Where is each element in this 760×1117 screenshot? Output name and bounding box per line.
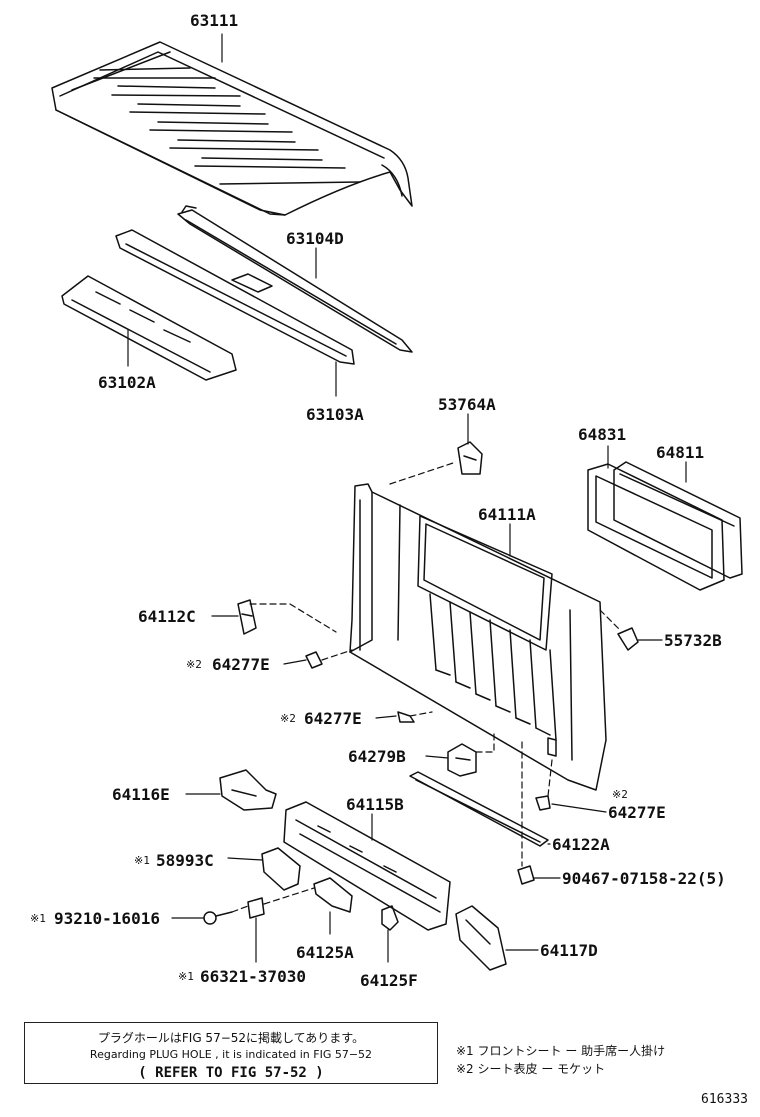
mark-1-b: ※1 bbox=[30, 912, 46, 925]
label-64811: 64811 bbox=[656, 443, 704, 462]
label-64116e: 64116E bbox=[112, 785, 170, 804]
retainer-53764a-drawing bbox=[457, 441, 483, 475]
label-64115b: 64115B bbox=[346, 795, 404, 814]
legend-line-1: ※1 フロントシート ー 助手席ー人掛け bbox=[456, 1044, 666, 1058]
label-90467: 90467-07158-22(5) bbox=[562, 869, 726, 888]
label-64112c: 64112C bbox=[138, 607, 196, 626]
bracket-64112c-drawing bbox=[237, 599, 257, 635]
bracket-58993c-drawing bbox=[261, 847, 301, 891]
bracket-64279b-drawing bbox=[447, 743, 477, 777]
bolt-93210-drawing bbox=[203, 911, 233, 925]
note-reference: ( REFER TO FIG 57-52 ) bbox=[138, 1065, 324, 1081]
clip-64277e-b-drawing bbox=[397, 711, 415, 723]
clip-64277e-a-drawing bbox=[305, 651, 323, 669]
mark-2-a: ※2 bbox=[186, 658, 202, 671]
roof-panel-drawing bbox=[51, 41, 413, 216]
label-64111a: 64111A bbox=[478, 505, 536, 524]
crossmember-64115b-drawing bbox=[283, 801, 451, 931]
label-64831: 64831 bbox=[578, 425, 626, 444]
label-55732b: 55732B bbox=[664, 631, 722, 650]
roof-bow-63104d-drawing bbox=[177, 205, 413, 353]
label-64277e-a: 64277E bbox=[212, 655, 270, 674]
label-64125f: 64125F bbox=[360, 971, 418, 990]
label-66321: 66321-37030 bbox=[200, 967, 306, 986]
label-64122a: 64122A bbox=[552, 835, 610, 854]
bracket-64117d-drawing bbox=[455, 905, 507, 971]
roof-bow-63102a-drawing bbox=[61, 275, 237, 381]
label-58993c: 58993C bbox=[156, 851, 214, 870]
leader-lines bbox=[127, 33, 687, 963]
mark-1-a: ※1 bbox=[134, 854, 150, 867]
clip-64277e-c-drawing bbox=[535, 795, 551, 811]
clip-55732b-drawing bbox=[617, 627, 639, 651]
figure-number: 616333 bbox=[701, 1092, 748, 1107]
label-64277e-b: 64277E bbox=[304, 709, 362, 728]
label-63102a: 63102A bbox=[98, 373, 156, 392]
back-window-glass-drawing bbox=[613, 461, 743, 579]
mark-1-c: ※1 bbox=[178, 970, 194, 983]
mark-2-c: ※2 bbox=[612, 788, 628, 801]
part-labels: 63111 63104D 63102A 63103A 53764A 64831 … bbox=[30, 11, 726, 990]
label-63111: 63111 bbox=[190, 11, 238, 30]
legend-line-2: ※2 シート表皮 ー モケット bbox=[456, 1062, 606, 1076]
bracket-64125a-drawing bbox=[313, 877, 353, 913]
stopper-66321-drawing bbox=[247, 897, 265, 919]
label-53764a: 53764A bbox=[438, 395, 496, 414]
bolt-90467-drawing bbox=[517, 865, 535, 885]
label-63104d: 63104D bbox=[286, 229, 344, 248]
mark-2-b: ※2 bbox=[280, 712, 296, 725]
plug-hole-note: プラグホールはFIG 57−52に掲載してあります。 Regarding PLU… bbox=[24, 1022, 438, 1084]
back-window-weatherstrip-drawing bbox=[587, 463, 725, 591]
roof-bow-63103a-drawing bbox=[115, 229, 355, 365]
label-64279b: 64279B bbox=[348, 747, 406, 766]
dashed-connectors bbox=[231, 461, 621, 913]
sill-64122a-drawing bbox=[409, 771, 549, 847]
note-japanese: プラグホールはFIG 57−52に掲載してあります。 bbox=[97, 1031, 365, 1045]
label-63103a: 63103A bbox=[306, 405, 364, 424]
bracket-64116e-drawing bbox=[219, 769, 277, 811]
note-english: Regarding PLUG HOLE , it is indicated in… bbox=[89, 1048, 373, 1061]
back-panel-drawing bbox=[349, 483, 607, 791]
label-64125a: 64125A bbox=[296, 943, 354, 962]
label-64277e-c: 64277E bbox=[608, 803, 666, 822]
label-93210: 93210-16016 bbox=[54, 909, 160, 928]
label-64117d: 64117D bbox=[540, 941, 598, 960]
bracket-64125f-drawing bbox=[381, 905, 399, 931]
